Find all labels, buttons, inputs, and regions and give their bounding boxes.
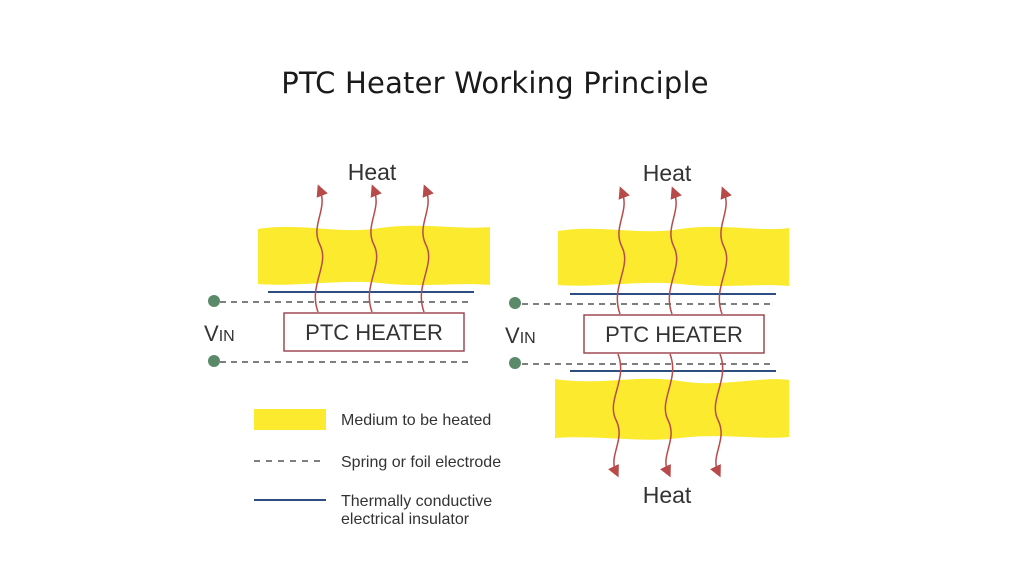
left-terminal-top (208, 295, 220, 307)
left-heat-arrow-3 (420, 184, 434, 313)
left-medium-block (258, 225, 490, 286)
right-heat-arrow-up-1 (616, 186, 630, 315)
right-vin-label: VIN (505, 323, 536, 348)
right-vin-sub: IN (520, 330, 536, 347)
left-vin-v: V (204, 321, 219, 346)
right-ptc-heater-label: PTC HEATER (605, 322, 743, 347)
legend-electrode-label: Spring or foil electrode (341, 454, 501, 471)
legend-insulator-label-1: Thermally conductive (341, 493, 492, 510)
page-title: PTC Heater Working Principle (281, 66, 709, 100)
right-medium-bottom-block (555, 378, 789, 440)
right-heat-arrow-up-2 (668, 186, 682, 315)
right-heat-arrow-down-1 (608, 353, 622, 478)
right-heat-arrow-down-3 (710, 353, 724, 478)
legend-insulator-label-2: electrical insulator (341, 511, 470, 528)
right-heat-arrow-down-2 (660, 353, 674, 478)
right-heat-arrow-up-3 (718, 186, 732, 315)
left-heat-arrow-2 (368, 184, 382, 313)
left-vin-sub: IN (219, 328, 235, 345)
right-ptc-heater-box (583, 314, 765, 354)
left-heat-arrow-1 (314, 184, 328, 313)
left-heat-label: Heat (348, 159, 397, 185)
right-medium-top-block (558, 226, 789, 287)
legend-medium-label: Medium to be heated (341, 412, 491, 429)
left-terminal-bottom (208, 355, 220, 367)
left-vin-label: VIN (204, 321, 235, 346)
legend: Medium to be heated Spring or foil elect… (254, 409, 501, 528)
right-heat-top-label: Heat (643, 160, 692, 186)
right-terminal-top (509, 297, 521, 309)
left-ptc-heater-box (283, 312, 465, 352)
right-terminal-bottom (509, 357, 521, 369)
left-ptc-heater-label: PTC HEATER (305, 320, 443, 345)
right-diagram: Heat VIN PTC HEATER Heat (505, 160, 789, 508)
right-vin-v: V (505, 323, 520, 348)
left-diagram: Heat VIN PTC HEATER (204, 159, 490, 367)
right-heat-bottom-label: Heat (643, 482, 692, 508)
legend-medium-swatch (254, 409, 326, 430)
